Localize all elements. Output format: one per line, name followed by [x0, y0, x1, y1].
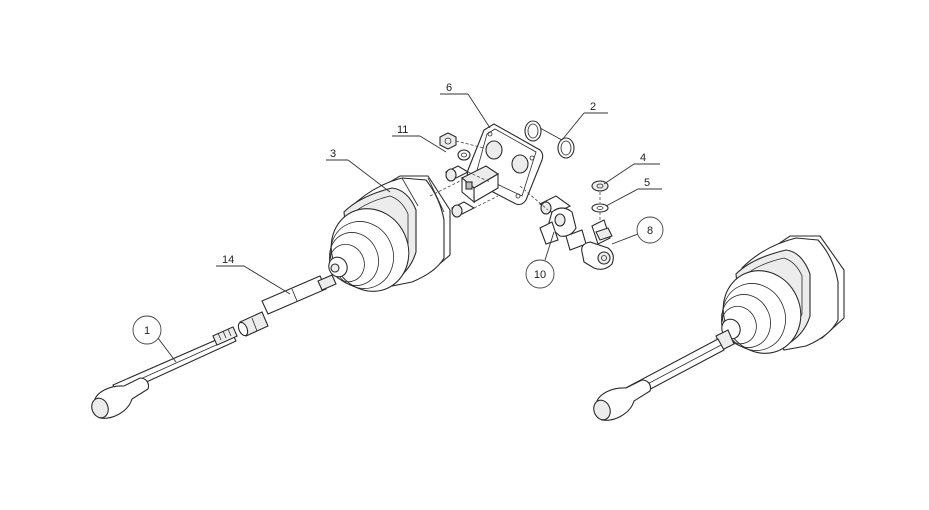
callout-10-label: 10 — [534, 269, 546, 281]
cap-screw-lower — [450, 201, 476, 218]
washer — [457, 149, 471, 161]
callout-8: 8 — [611, 216, 664, 245]
callout-8-label: 8 — [647, 225, 653, 237]
hex-nut — [439, 132, 457, 150]
callout-14-label: 14 — [222, 254, 234, 266]
callout-2: 2 — [539, 101, 608, 141]
extension-rod — [261, 274, 337, 315]
assembly-guide-lines — [429, 140, 601, 222]
microswitch-block — [461, 165, 500, 204]
assembled-joystick — [593, 235, 845, 421]
callout-6-label: 6 — [446, 82, 452, 94]
callout-1: 1 — [132, 315, 177, 363]
callout-5-label: 5 — [644, 177, 650, 189]
callout-1-label: 1 — [144, 325, 150, 337]
o-ring-pair — [524, 120, 575, 159]
callout-11: 11 — [392, 124, 447, 153]
callout-3-label: 3 — [330, 148, 336, 160]
gland-washer — [591, 203, 609, 213]
callout-2-label: 2 — [590, 101, 596, 113]
callout-6: 6 — [440, 82, 491, 129]
callout-4-label: 4 — [640, 152, 646, 164]
coupling-nut — [237, 311, 269, 337]
lever-knob — [91, 377, 150, 419]
callout-14: 14 — [216, 254, 291, 295]
cable-gland — [581, 219, 614, 270]
callout-3: 3 — [326, 148, 391, 193]
cap-screw — [444, 165, 470, 182]
limit-switch-body — [539, 207, 587, 251]
joystick-housing — [328, 175, 451, 292]
rod-thread — [212, 326, 238, 346]
callout-10: 10 — [525, 231, 555, 289]
callout-4: 4 — [603, 152, 660, 185]
callout-11-label: 11 — [397, 124, 408, 136]
callout-5: 5 — [605, 177, 662, 207]
